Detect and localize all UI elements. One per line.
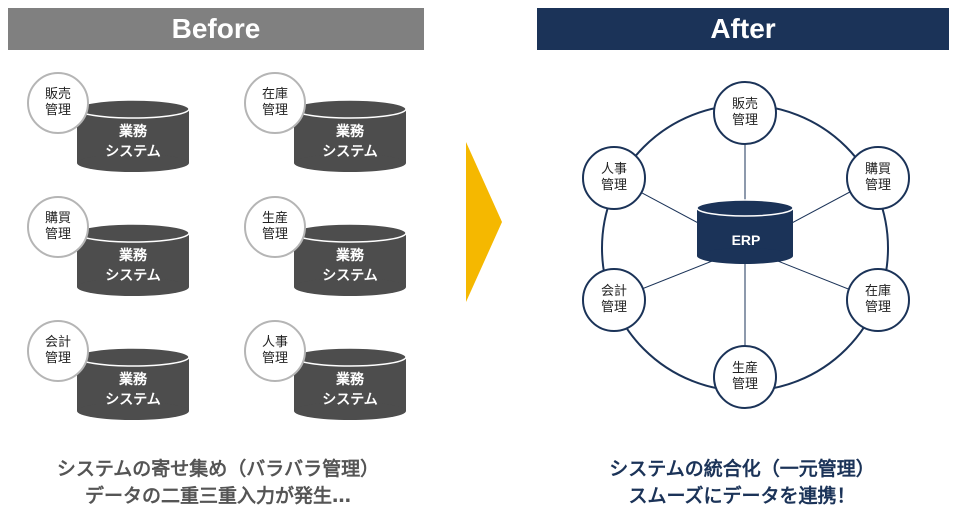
system-label: 業務 システム (322, 248, 378, 284)
system-label: 業務 システム (105, 372, 161, 408)
before-caption-line1: システムの寄せ集め（バラバラ管理） (56, 458, 380, 480)
before-header: Before (8, 8, 424, 50)
node-inventory: 在庫 管理 (846, 268, 910, 332)
before-unit-hr: 業務 システム 人事 管理 (244, 320, 444, 450)
node-sales: 販売 管理 (713, 81, 777, 145)
system-label: 業務 システム (322, 124, 378, 160)
right-arrow-icon (466, 142, 502, 302)
node-production: 生産 管理 (713, 345, 777, 409)
database-icon: 業務 システム (294, 100, 406, 172)
node-accounting: 会計 管理 (582, 268, 646, 332)
before-unit-purchasing: 業務 システム 購買 管理 (27, 196, 227, 326)
dept-circle: 在庫 管理 (244, 72, 306, 134)
before-header-label: Before (171, 13, 261, 44)
dept-circle: 会計 管理 (27, 320, 89, 382)
dept-circle: 購買 管理 (27, 196, 89, 258)
after-caption-line1: システムの統合化（一元管理） (609, 458, 875, 480)
after-header-label: After (710, 13, 776, 44)
database-icon: 業務 システム (77, 348, 189, 420)
database-icon: 業務 システム (77, 100, 189, 172)
system-label: 業務 システム (105, 124, 161, 160)
dept-circle: 人事 管理 (244, 320, 306, 382)
database-icon: 業務 システム (77, 224, 189, 296)
erp-database-icon (696, 199, 794, 264)
after-header: After (537, 8, 949, 50)
system-label: 業務 システム (322, 372, 378, 408)
database-icon: 業務 システム (294, 348, 406, 420)
database-icon: 業務 システム (294, 224, 406, 296)
node-hr: 人事 管理 (582, 146, 646, 210)
dept-circle: 販売 管理 (27, 72, 89, 134)
before-unit-accounting: 業務 システム 会計 管理 (27, 320, 227, 450)
before-unit-production: 業務 システム 生産 管理 (244, 196, 444, 326)
before-caption-line2: データの二重三重入力が発生… (84, 485, 351, 507)
dept-circle: 生産 管理 (244, 196, 306, 258)
system-label: 業務 システム (105, 248, 161, 284)
before-caption: システムの寄せ集め（バラバラ管理） データの二重三重入力が発生… (8, 456, 428, 510)
after-caption: システムの統合化（一元管理） スムーズにデータを連携！ (532, 456, 952, 510)
before-unit-inventory: 業務 システム 在庫 管理 (244, 72, 444, 202)
before-unit-sales: 業務 システム 販売 管理 (27, 72, 227, 202)
erp-label: ERP (731, 232, 761, 248)
after-caption-line2: スムーズにデータを連携！ (628, 485, 856, 507)
node-purchasing: 購買 管理 (846, 146, 910, 210)
